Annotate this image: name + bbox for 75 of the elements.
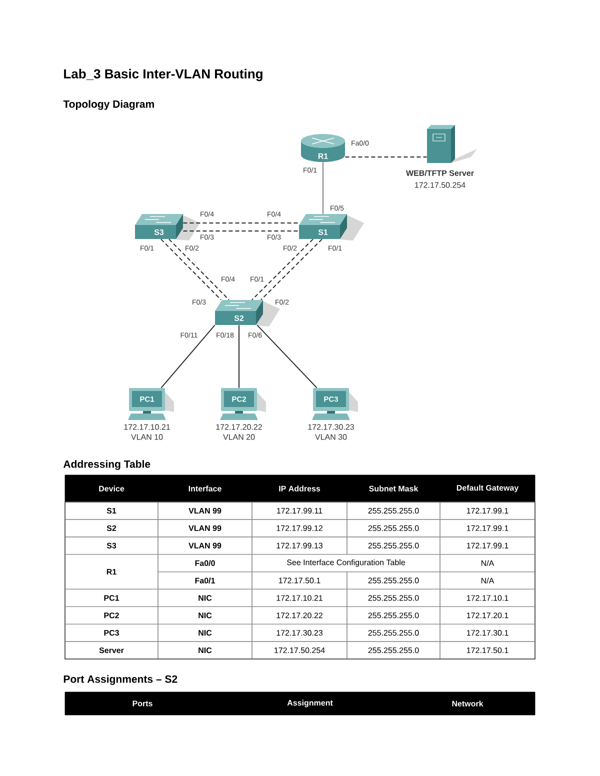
header-cell: Interface [158, 474, 252, 502]
table-cell: 172.17.20.1 [440, 606, 536, 624]
header-cell: Ports [64, 692, 220, 716]
table-cell: PC3 [64, 624, 158, 642]
dashed-link [182, 230, 300, 232]
table-cell: 172.17.50.1 [440, 641, 536, 660]
table-cell: 172.17.30.1 [440, 624, 536, 642]
table-cell: 255.255.255.0 [346, 606, 440, 624]
table-cell: 172.17.50.254 [252, 641, 348, 660]
table-cell: NIC [158, 606, 252, 624]
table-cell: 172.17.30.23 [252, 624, 348, 642]
table-cell: R1 [64, 554, 158, 590]
link-line [256, 324, 318, 388]
dashed-link [260, 238, 322, 300]
table-cell: S2 [64, 519, 158, 538]
table-cell: 255.255.255.0 [346, 571, 440, 590]
section-heading: Port Assignments – S2 [64, 675, 178, 685]
table-cell: 255.255.255.0 [346, 624, 440, 642]
device-label: WEB/TFTP Server [406, 170, 474, 176]
table-cell: 172.17.50.1 [252, 571, 348, 590]
table-cell: See Interface Configuration Table [252, 554, 440, 572]
table-cell: 172.17.10.21 [252, 588, 348, 607]
table-cell: 255.255.255.0 [346, 502, 440, 520]
table-cell: VLAN 99 [158, 519, 252, 538]
table-cell: 255.255.255.0 [346, 641, 440, 660]
table-cell: 255.255.255.0 [346, 536, 440, 555]
table-cell: 172.17.99.1 [440, 519, 536, 538]
section-heading: Topology Diagram [63, 100, 154, 110]
vlan-label: VLAN 20 [223, 434, 255, 440]
table-cell: 172.17.99.1 [440, 502, 536, 520]
table-cell: S1 [64, 502, 158, 520]
dashed-link [168, 238, 230, 300]
section-heading: Addressing Table [63, 460, 150, 470]
table-cell: VLAN 99 [158, 502, 252, 520]
header-cell: Subnet Mask [346, 474, 440, 502]
table-cell: S3 [64, 536, 158, 555]
dashed-link [160, 238, 222, 300]
table-cell: VLAN 99 [158, 536, 252, 555]
table-cell: 172.17.99.13 [252, 536, 348, 555]
table-cell: 172.17.10.1 [440, 588, 536, 607]
table-cell: N/A [440, 571, 536, 590]
header-cell: Default Gateway [440, 474, 536, 502]
table-cell: PC1 [64, 588, 158, 607]
table-cell: N/A [440, 554, 536, 572]
dashed-link [344, 156, 428, 158]
ip-address-label: 172.17.10.21 [124, 424, 170, 430]
header-cell: Network [400, 692, 536, 716]
vlan-label: VLAN 10 [131, 434, 163, 440]
table-cell: NIC [158, 641, 252, 660]
ip-address-label: 172.17.50.254 [415, 182, 466, 188]
title: Lab_3 Basic Inter-VLAN Routing [64, 68, 262, 82]
vlan-label: VLAN 30 [315, 434, 347, 440]
table-cell: PC2 [64, 606, 158, 624]
table-cell: 172.17.99.1 [440, 536, 536, 555]
header-cell: IP Address [252, 474, 348, 502]
table-cell: NIC [158, 624, 252, 642]
link-line [238, 324, 240, 388]
table-cell: Fa0/0 [158, 554, 252, 572]
header-cell: Assignment [220, 692, 400, 716]
ip-address-label: 172.17.20.22 [216, 424, 262, 430]
table-cell: 172.17.99.11 [252, 502, 348, 520]
link-line [160, 324, 216, 388]
header-cell: Device [64, 474, 158, 502]
table-cell: NIC [158, 588, 252, 607]
table-cell: 172.17.99.12 [252, 519, 348, 538]
table-cell: 172.17.20.22 [252, 606, 348, 624]
ip-address-label: 172.17.30.23 [308, 424, 354, 430]
table-cell: 255.255.255.0 [346, 519, 440, 538]
link-line [322, 162, 324, 214]
dashed-link [182, 222, 300, 224]
table-cell: 255.255.255.0 [346, 588, 440, 607]
table-cell: Fa0/1 [158, 571, 252, 590]
server-icon [427, 125, 477, 163]
dashed-link [252, 238, 314, 300]
table-cell: Server [64, 641, 158, 660]
